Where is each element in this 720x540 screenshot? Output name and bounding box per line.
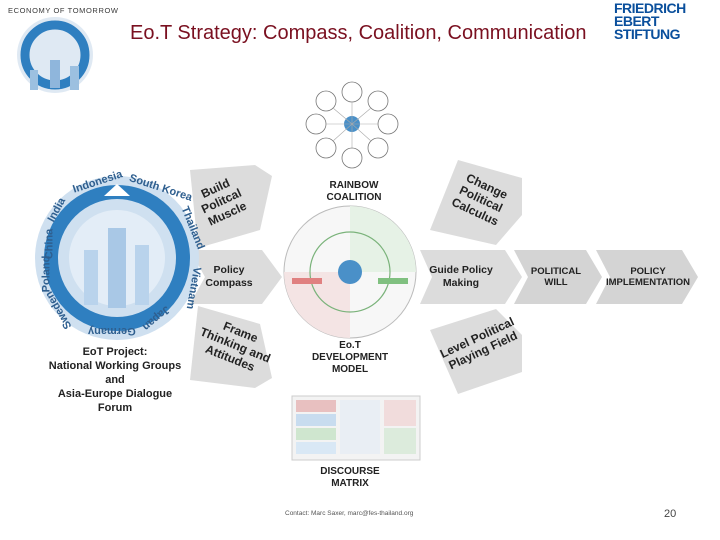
discourse-matrix-label: DISCOURSE MATRIX [305,466,395,490]
dev-model-line-3: MODEL [331,364,369,375]
project-line-1: EoT Project: [82,346,148,358]
country-china: China [43,228,56,260]
political-will-line-1: POLITICAL [530,266,582,277]
discourse-line-1: DISCOURSE [320,466,380,477]
logo-line-3: STIFTUNG [614,26,681,42]
country-ring [35,176,199,340]
policy-implementation-line-2: IMPLEMENTATION [605,277,691,288]
arrow-political-will [514,250,602,304]
development-model-graphic [283,205,417,339]
arrow-policy-implementation [596,250,698,304]
political-will-label: POLITICAL WILL [526,266,586,288]
arrow-change-calculus [430,160,522,245]
guide-policy-line-2: Making [442,276,480,289]
slide-title: Eo.T Strategy: Compass, Coalition, Commu… [130,22,587,44]
country-poland: Poland [40,255,53,293]
arrow-frame-thinking [190,306,272,388]
rainbow-line-1: RAINBOW [329,180,379,191]
project-line-3: and [105,374,125,386]
rainbow-coalition-graphic [305,81,399,169]
policy-implementation-line-1: POLICY [630,266,666,277]
eot-project-label: EoT Project: National Working Groups and… [40,345,190,415]
logo-line-1: FRIEDRICH [614,0,686,16]
development-model-label: Eo.T DEVELOPMENT MODEL [300,340,400,376]
project-line-2: National Working Groups [48,360,182,372]
arrow-guide-policy [420,250,522,304]
arrow-policy-compass [190,250,282,304]
fes-logo: FRIEDRICH EBERT STIFTUNG [614,0,718,46]
project-line-4: Asia-Europe Dialogue [57,388,173,400]
arrow-build-muscle [190,165,272,248]
page-number: 20 [664,508,677,520]
policy-implementation-label: POLICY IMPLEMENTATION [604,266,692,288]
dev-model-line-1: Eo.T [339,340,361,351]
guide-policy-label: Guide Policy Making [426,264,496,289]
project-line-5: Forum [97,402,133,414]
policy-compass-line-1: Policy [213,264,245,276]
country-germany: Germany [88,325,136,337]
arrow-level-field [430,309,522,394]
discourse-line-2: MATRIX [331,478,369,489]
contact-footer: Contact: Marc Saxer, marc@fes-thailand.o… [285,510,414,517]
rainbow-coalition-label: RAINBOW COALITION [310,180,398,204]
discourse-matrix-graphic [291,395,421,461]
policy-compass-line-2: Compass [205,276,253,289]
political-will-line-2: WILL [544,277,568,288]
eot-small-logo [17,17,93,93]
rainbow-line-2: COALITION [326,192,382,203]
logo-line-2: EBERT [614,13,659,29]
economy-of-tomorrow-label: ECONOMY OF TOMORROW [8,6,119,15]
guide-policy-line-1: Guide Policy [429,264,493,276]
dev-model-line-2: DEVELOPMENT [311,352,389,363]
policy-compass-label: Policy Compass [202,264,256,289]
